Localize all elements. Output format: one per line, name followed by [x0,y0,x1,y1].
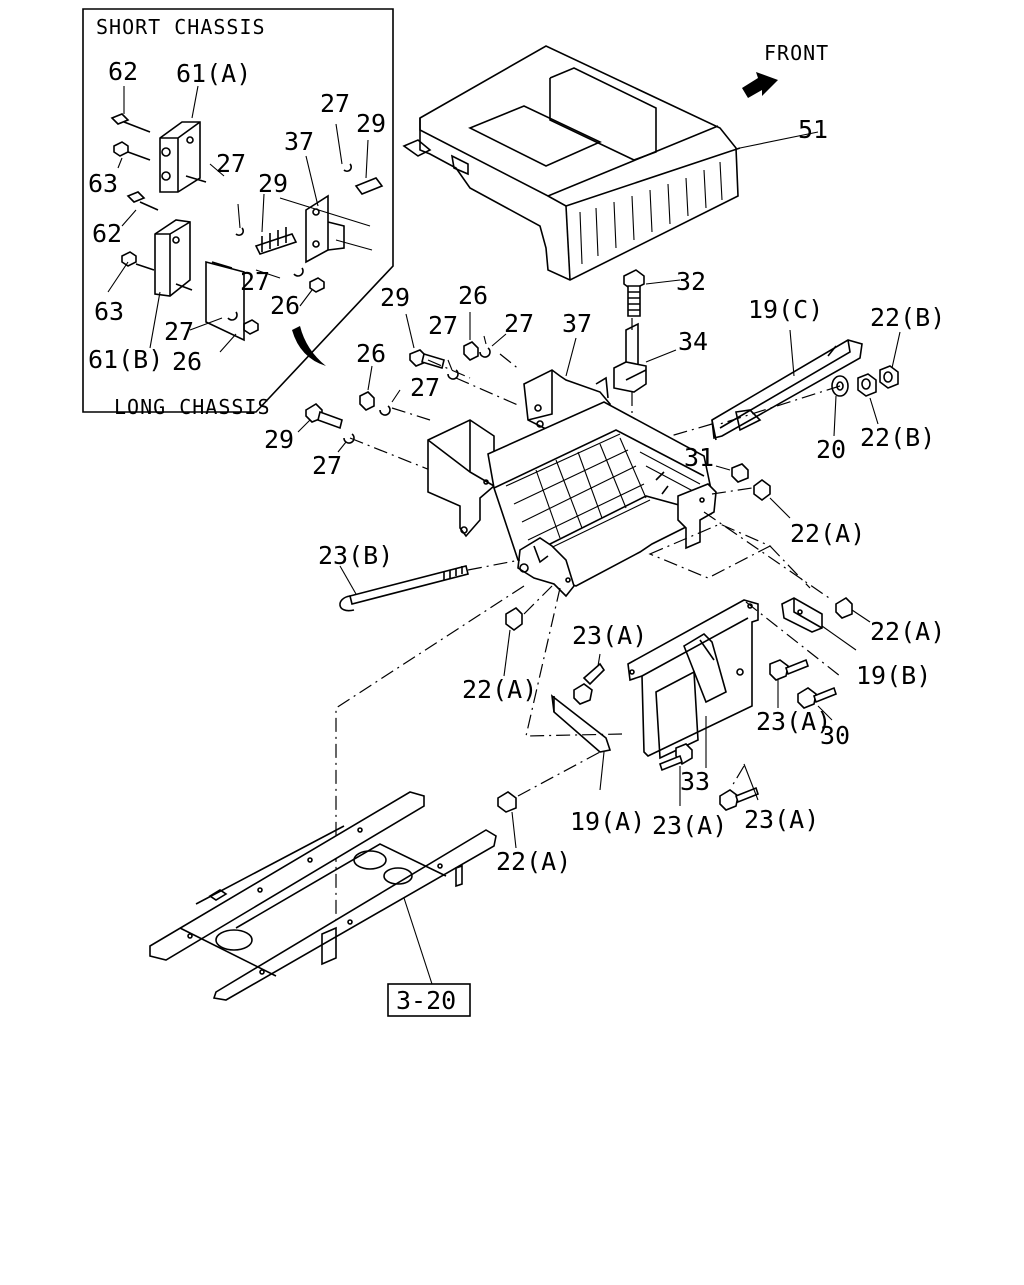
front-direction-indicator: FRONT [742,41,829,98]
callout-29: 29 [264,425,294,454]
callout-63-bot: 63 [94,297,124,326]
nut-22a-bottom [497,791,517,849]
callout-27: 27 [312,451,342,480]
short-chassis-inset: SHORT CHASSIS [82,8,394,413]
plate-30 [627,599,759,768]
callout-27: 27 [164,317,194,346]
callout-51: 51 [798,115,828,144]
callout-22b: 22(B) [870,303,945,332]
chassis-frame [149,791,497,1001]
inset-leaders [107,85,369,353]
callout-62-top: 62 [108,57,138,86]
callout-19c: 19(C) [748,295,823,324]
bolt-32-and-bracket-34 [613,269,681,540]
callout-61a: 61(A) [176,59,251,88]
callout-26: 26 [270,291,300,320]
inset-caption: LONG CHASSIS [114,395,271,419]
reference-label: 3-20 [396,986,456,1015]
callout-29: 29 [356,109,386,138]
front-arrow-icon [742,72,778,98]
callout-27: 27 [428,311,458,340]
bracket-61b [154,219,191,297]
callout-27: 27 [504,309,534,338]
bracket-19a [517,694,612,797]
locating-lines [335,511,841,940]
callout-22b: 22(B) [860,423,935,452]
callout-37: 37 [284,127,314,156]
callout-22a: 22(A) [790,519,865,548]
callout-27: 27 [320,89,350,118]
left-fasteners [297,312,521,479]
inset-title: SHORT CHASSIS [96,15,266,39]
callout-34: 34 [678,327,708,356]
inset-frame [82,8,394,413]
callout-31: 31 [684,443,714,472]
callout-29: 29 [258,169,288,198]
callout-63-top: 63 [88,169,118,198]
reference-box [387,983,471,1017]
inset-fasteners [110,113,384,342]
callout-32: 32 [676,267,706,296]
nut-22a-lower [503,585,553,677]
callout-27: 27 [240,267,270,296]
callout-33: 23(A) [756,707,831,736]
bracket-61a [159,121,201,193]
callout-23a: 30 [820,721,850,750]
callout-26: 26 [356,339,386,368]
callout-62-bot: 62 [92,219,122,248]
callout-29: 29 [380,283,410,312]
callout-23b: 23(B) [318,541,393,570]
bracket-19b [781,596,871,651]
callout-20: 20 [816,435,846,464]
battery-cover-51 [402,45,819,281]
battery-tray [427,337,791,598]
callout-37: 37 [562,309,592,338]
callout-19a: 19(A) [570,807,645,836]
callout-30: 33 [680,767,710,796]
callout-61b: 61(B) [88,345,163,374]
callout-27: 27 [216,149,246,178]
callout-23a: 23(A) [572,621,647,650]
callout-26: 26 [458,281,488,310]
callout-23a: 23(A) [744,805,819,834]
rod-23b [339,559,521,612]
callout-22a: 22(A) [870,617,945,646]
inset-pointer-arrow [292,326,326,366]
callout-27: 27 [410,373,440,402]
callout-26: 26 [172,347,202,376]
callout-22a: 22(A) [496,847,571,876]
callout-22a: 22(A) [462,675,537,704]
callout-23a: 23(A) [652,811,727,840]
front-label: FRONT [764,41,829,65]
bar-19c [711,329,863,441]
bolts-23a [573,653,837,811]
callout-19b: 19(B) [856,661,931,690]
